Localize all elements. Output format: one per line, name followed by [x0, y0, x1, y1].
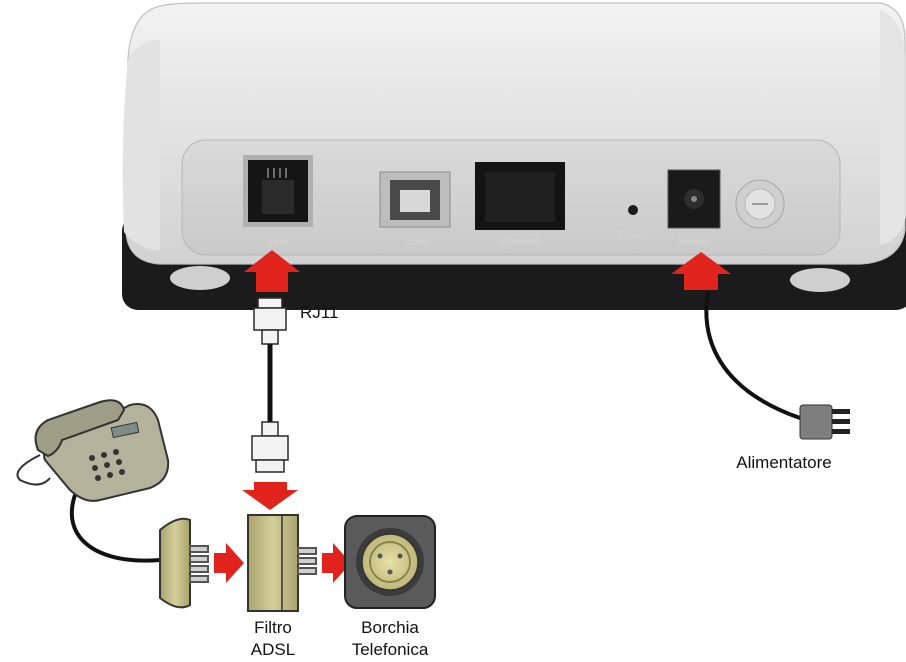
rj11-cable: [251, 297, 289, 473]
line-port[interactable]: [243, 155, 313, 227]
power-switch[interactable]: [735, 179, 785, 229]
power-port-label: Power: [678, 236, 710, 248]
power-cable: [704, 291, 850, 440]
ethernet-port-label: Ethernet: [499, 236, 541, 248]
adsl-filter: [247, 514, 317, 612]
arrow-up-power: [671, 252, 731, 290]
arrow-up-line: [244, 250, 300, 292]
usb-port-label: USB: [405, 236, 428, 248]
phone-display: [110, 421, 140, 439]
phone-plug: [159, 517, 209, 609]
arrow-right-phone: [214, 543, 244, 583]
phone-keypad: [89, 449, 125, 481]
alimentatore-label: Alimentatore: [736, 453, 831, 472]
phone-line-cable: [69, 494, 161, 563]
router-side-left: [122, 40, 160, 250]
reset-button[interactable]: [628, 205, 638, 215]
line-port-label: Line: [268, 236, 289, 248]
router-foot-left: [170, 266, 230, 290]
filtro-label-line1: Filtro: [254, 618, 292, 637]
borchia-label-line2: Telefonica: [352, 640, 429, 659]
rj11-label: RJ11: [300, 303, 338, 322]
filtro-label-line2: ADSL: [251, 640, 295, 659]
reset-label: Reset: [619, 230, 648, 242]
phone-handset: [34, 399, 126, 458]
router-device: Line USB Ethernet Reset Power: [122, 2, 906, 310]
power-jack[interactable]: [667, 169, 721, 229]
router-side-right: [880, 10, 905, 245]
arrow-right-filter: [322, 543, 351, 583]
router-foot-right: [790, 268, 850, 292]
wall-socket: [344, 515, 436, 609]
telephone: [16, 399, 170, 563]
arrow-down-filter: [242, 482, 298, 510]
ethernet-port[interactable]: [475, 162, 565, 230]
usb-port[interactable]: [379, 171, 451, 228]
phone-cord: [16, 454, 51, 486]
borchia-label-line1: Borchia: [361, 618, 419, 637]
